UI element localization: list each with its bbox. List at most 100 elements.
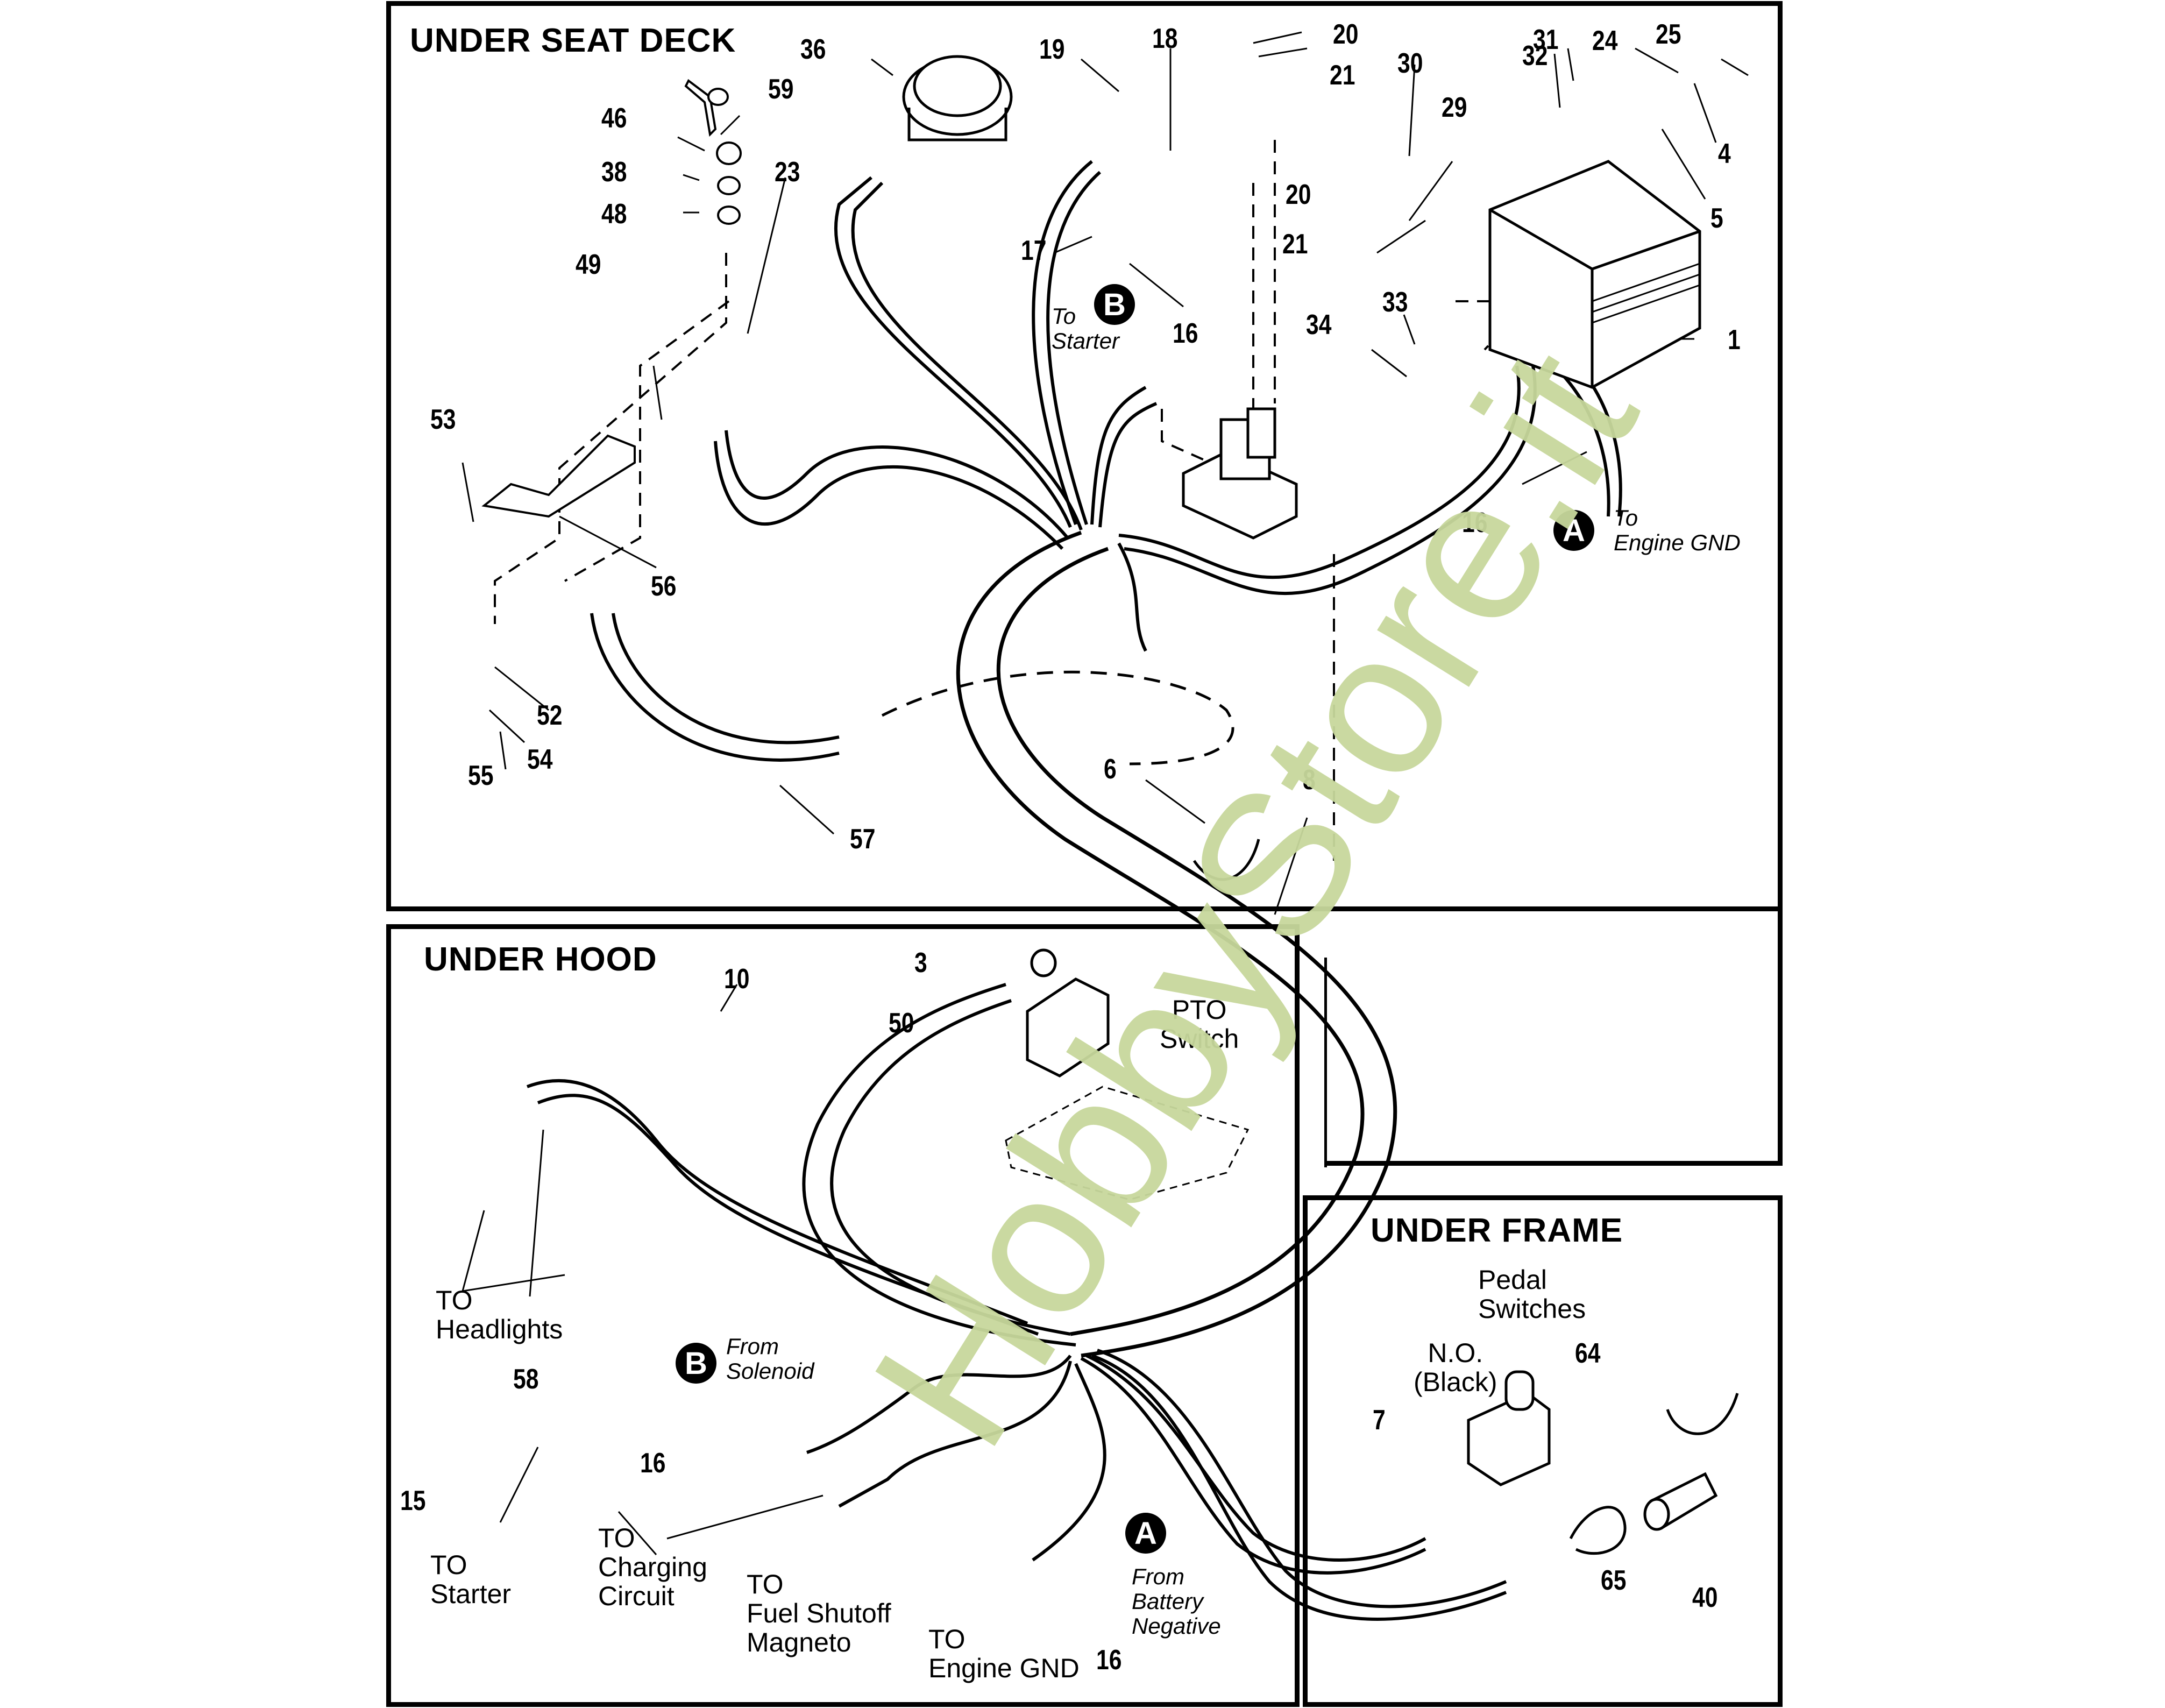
callout-54: 54 bbox=[527, 744, 553, 775]
label-to-engine-gnd: TO Engine GND bbox=[928, 1624, 1080, 1683]
harness-loop-under-hood-inner bbox=[802, 983, 1076, 1346]
callout-57: 57 bbox=[850, 824, 876, 855]
callout-16-hood-a: 16 bbox=[640, 1448, 666, 1479]
cable-tie-64 bbox=[1666, 1393, 1739, 1435]
cable-tie-6 bbox=[1192, 839, 1260, 881]
callout-46: 46 bbox=[601, 103, 627, 134]
callout-64: 64 bbox=[1575, 1338, 1601, 1369]
main-harness-inner bbox=[996, 547, 1397, 1358]
branch-headlights bbox=[537, 1094, 1039, 1336]
cable-57 bbox=[590, 613, 840, 762]
callout-36: 36 bbox=[800, 34, 826, 65]
branch-to-17 bbox=[1032, 160, 1093, 526]
title-under-seat-deck: UNDER SEAT DECK bbox=[410, 22, 736, 59]
label-pedal-switches: Pedal Switches bbox=[1478, 1265, 1586, 1324]
callout-52: 52 bbox=[537, 700, 563, 731]
panel-under-hood bbox=[386, 924, 1300, 1707]
branch-to-16 bbox=[1118, 365, 1521, 579]
jumper-65 bbox=[1569, 1506, 1627, 1555]
badge-b-seat: B bbox=[1094, 284, 1135, 325]
callout-34: 34 bbox=[1306, 309, 1332, 341]
branch-to-key bbox=[725, 430, 1069, 539]
panel-under-seat-deck-extension bbox=[1325, 906, 1783, 1166]
badge-b-hood: B bbox=[676, 1343, 716, 1384]
callout-56: 56 bbox=[651, 571, 677, 602]
panel-under-frame bbox=[1303, 1195, 1783, 1707]
callout-24: 24 bbox=[1592, 25, 1618, 56]
callout-7: 7 bbox=[1373, 1405, 1386, 1436]
branch-to-36 bbox=[834, 176, 1072, 528]
pedal-switch-7 bbox=[1467, 1370, 1551, 1486]
callout-5: 5 bbox=[1710, 203, 1723, 234]
callout-1: 1 bbox=[1728, 324, 1741, 356]
note-to-engine-gnd: To Engine GND bbox=[1614, 505, 1741, 555]
callout-53: 53 bbox=[430, 404, 456, 435]
callout-25: 25 bbox=[1656, 19, 1681, 50]
callout-16b: 16 bbox=[1462, 507, 1488, 538]
callout-17: 17 bbox=[1021, 235, 1047, 266]
callout-15: 15 bbox=[400, 1485, 426, 1516]
callout-8: 8 bbox=[1303, 764, 1316, 796]
main-harness bbox=[956, 530, 1365, 1336]
solenoid bbox=[1182, 407, 1298, 540]
branch-to-solenoid bbox=[1090, 386, 1147, 525]
label-to-starter: TO Starter bbox=[430, 1550, 512, 1609]
badge-a-hood: A bbox=[1125, 1513, 1166, 1554]
callout-40: 40 bbox=[1692, 1582, 1718, 1613]
callout-59: 59 bbox=[768, 74, 794, 105]
callout-65: 65 bbox=[1601, 1565, 1627, 1596]
key-59 bbox=[684, 79, 729, 137]
pto-bracket bbox=[1005, 1086, 1250, 1201]
callout-21a: 21 bbox=[1330, 60, 1355, 91]
panel-under-seat-deck bbox=[386, 1, 1783, 911]
callout-23: 23 bbox=[775, 157, 800, 188]
label-no-black: N.O. (Black) bbox=[1414, 1338, 1497, 1397]
callout-33: 33 bbox=[1382, 287, 1408, 318]
callout-19: 19 bbox=[1039, 34, 1065, 65]
seat-switch bbox=[902, 55, 1013, 141]
connector-40 bbox=[1643, 1472, 1718, 1531]
title-under-frame: UNDER FRAME bbox=[1371, 1212, 1623, 1249]
badge-a-seat: A bbox=[1553, 510, 1594, 551]
callout-21b: 21 bbox=[1282, 229, 1308, 260]
callout-48: 48 bbox=[601, 199, 627, 230]
callout-4: 4 bbox=[1718, 138, 1731, 169]
label-to-fuel-shutoff-magneto: TO Fuel Shutoff Magneto bbox=[747, 1569, 891, 1657]
callout-16a: 16 bbox=[1173, 318, 1198, 349]
callout-32: 32 bbox=[1522, 40, 1548, 72]
callout-29: 29 bbox=[1442, 92, 1467, 123]
title-under-hood: UNDER HOOD bbox=[424, 941, 657, 978]
label-from-battery-negative: From Battery Negative bbox=[1132, 1564, 1221, 1639]
callout-58: 58 bbox=[513, 1364, 539, 1395]
callout-50: 50 bbox=[889, 1008, 914, 1039]
branch-pedal-1 bbox=[1080, 1357, 1426, 1575]
branch-ground bbox=[1032, 1363, 1106, 1562]
callout-31: 31 bbox=[1533, 24, 1559, 55]
battery bbox=[1488, 160, 1701, 389]
panel-divider-vertical bbox=[1324, 958, 1327, 1167]
label-to-charging-circuit: TO Charging Circuit bbox=[598, 1523, 707, 1611]
label-to-headlights: TO Headlights bbox=[436, 1285, 563, 1344]
branch-fuel bbox=[838, 1360, 1072, 1508]
washers-46-38-48 bbox=[716, 141, 742, 225]
note-to-starter: To Starter bbox=[1052, 303, 1120, 353]
callout-10: 10 bbox=[724, 963, 750, 995]
callout-3-partial: 3 bbox=[914, 947, 927, 979]
branch-charging bbox=[806, 1355, 1072, 1454]
label-from-solenoid: From Solenoid bbox=[726, 1334, 814, 1384]
callout-16-hood-b: 16 bbox=[1096, 1645, 1122, 1676]
callout-30: 30 bbox=[1397, 48, 1423, 79]
dashed-link-57 bbox=[881, 670, 1234, 766]
callout-55: 55 bbox=[468, 760, 494, 791]
pto-switch bbox=[1026, 948, 1110, 1078]
callout-18: 18 bbox=[1152, 23, 1178, 54]
callout-38: 38 bbox=[601, 157, 627, 188]
callout-20b: 20 bbox=[1286, 179, 1311, 210]
callout-49: 49 bbox=[576, 249, 601, 280]
callout-20a: 20 bbox=[1333, 19, 1359, 50]
label-pto-switch: PTO Switch bbox=[1160, 995, 1239, 1054]
branch-pedal-2 bbox=[1091, 1354, 1507, 1621]
branch-to-right-connector bbox=[1117, 542, 1147, 652]
